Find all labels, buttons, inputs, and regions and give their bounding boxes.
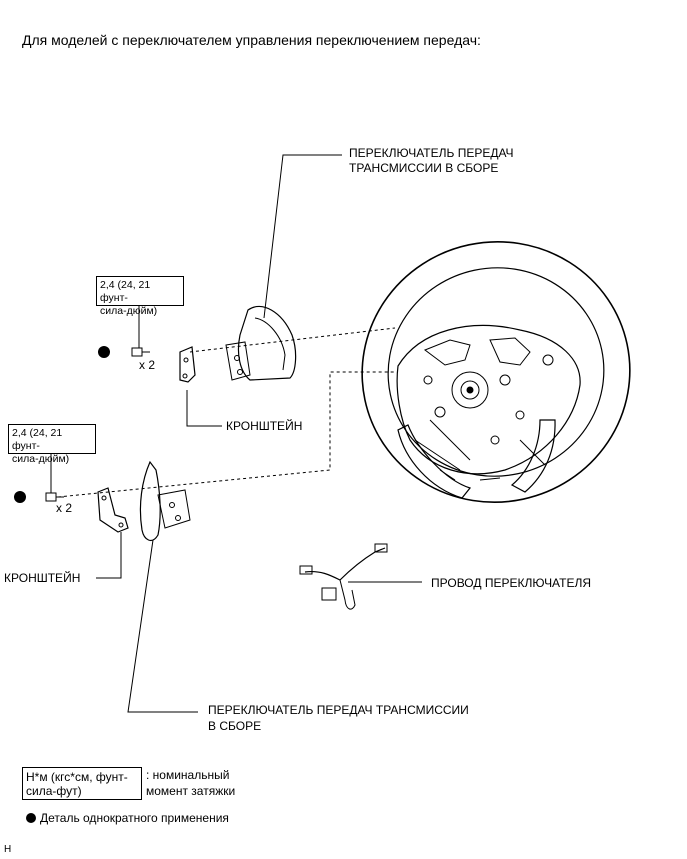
bracket-left-illustration <box>97 487 129 533</box>
label-shifter-bottom-line2: В СБОРЕ <box>208 719 262 733</box>
label-bracket-left: КРОНШТЕЙН <box>4 571 81 585</box>
switch-wire-illustration <box>299 543 388 610</box>
footer-mark: H <box>4 844 12 855</box>
steering-wheel-illustration <box>361 241 631 503</box>
label-bracket-right: КРОНШТЕЙН <box>226 419 303 433</box>
torque-left-line1: 2,4 (24, 21 фунт- <box>12 427 63 452</box>
bolt-qty-top: x 2 <box>139 358 156 372</box>
legend-non-reusable-text: Деталь однократного применения <box>40 811 229 825</box>
non-reusable-dot-left <box>14 491 26 503</box>
legend-torque-box-line1: Н*м (кгс*см, фунт- <box>26 770 128 784</box>
legend-non-reusable-dot <box>26 813 36 823</box>
shifter-paddle-left-illustration <box>139 460 191 542</box>
legend-torque-desc-line1: : номинальный <box>146 768 230 782</box>
bolt-top-illustration <box>131 347 150 357</box>
legend-torque-box: Н*м (кгс*см, фунт- сила-фут) <box>22 767 142 800</box>
label-switch-wire: ПРОВОД ПЕРЕКЛЮЧАТЕЛЯ <box>431 576 592 590</box>
torque-top-line1: 2,4 (24, 21 фунт- <box>100 279 151 304</box>
torque-left-line2: сила-дюйм) <box>12 453 70 465</box>
label-shifter-bottom-line1: ПЕРЕКЛЮЧАТЕЛЬ ПЕРЕДАЧ ТРАНСМИССИИ <box>208 703 469 717</box>
label-shifter-top-line2: ТРАНСМИССИИ В СБОРЕ <box>349 161 499 175</box>
non-reusable-dot-top <box>98 346 110 358</box>
torque-top-line2: сила-дюйм) <box>100 305 158 317</box>
torque-box-left: 2,4 (24, 21 фунт- сила-дюйм) <box>8 424 96 465</box>
page-heading: Для моделей с переключателем управления … <box>22 32 481 48</box>
shifter-paddle-top-illustration <box>225 305 297 381</box>
bolt-left-illustration <box>45 492 64 502</box>
legend-torque-desc-line2: момент затяжки <box>146 784 236 798</box>
legend-torque-box-line2: сила-фут) <box>26 784 82 798</box>
label-shifter-top-line1: ПЕРЕКЛЮЧАТЕЛЬ ПЕРЕДАЧ <box>349 146 514 160</box>
bracket-top-illustration <box>179 346 196 383</box>
bolt-qty-left: x 2 <box>56 501 73 515</box>
torque-box-top: 2,4 (24, 21 фунт- сила-дюйм) <box>96 276 184 317</box>
